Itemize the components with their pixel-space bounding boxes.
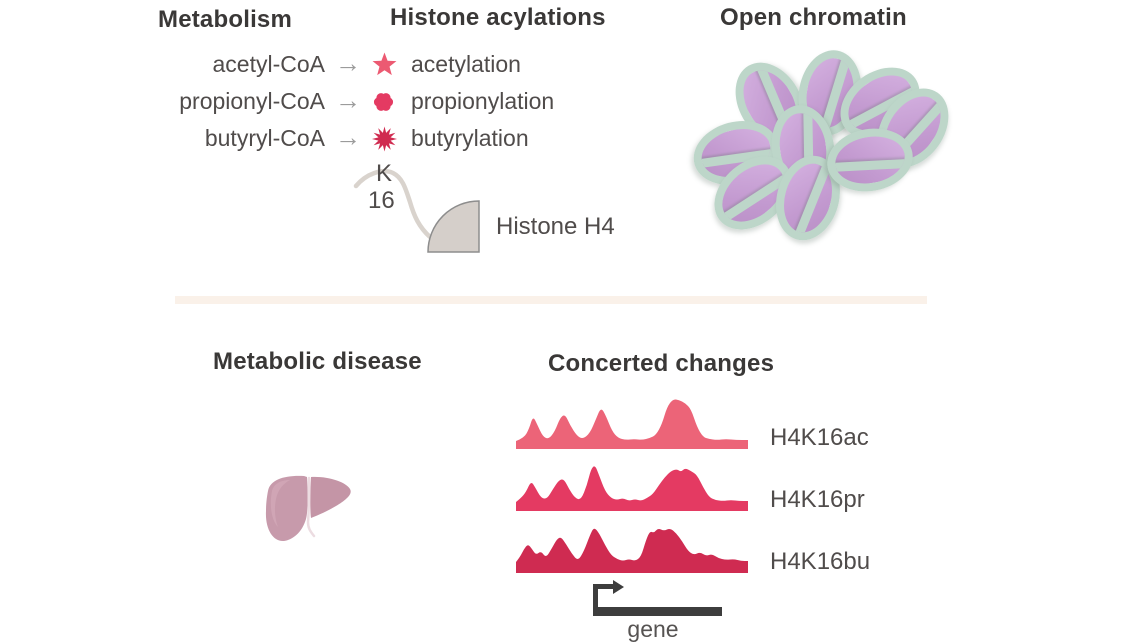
signal-area [516, 399, 748, 449]
disease-heading: Metabolic disease [213, 348, 422, 375]
histone-h4-wedge [427, 200, 480, 253]
gene-tss-arm [593, 584, 615, 589]
butyrylation-row: butyryl-CoA → butyrylation [145, 120, 615, 157]
modification-name: butyrylation [411, 125, 529, 151]
gene-tss-riser [593, 584, 598, 610]
gene-label: gene [627, 616, 679, 642]
gene-arrowhead-icon [613, 579, 624, 594]
metabolite-name: propionyl-CoA [179, 88, 325, 114]
residue-letter: K [376, 160, 393, 187]
chromatin-heading: Open chromatin [720, 4, 907, 31]
residue-number: 16 [368, 187, 395, 214]
dna-wrap-stripe [825, 158, 917, 173]
modification-name: propionylation [411, 88, 555, 114]
metabolite-rows: acetyl-CoA → acetylation propionyl-CoA → [145, 46, 615, 157]
metabolite-name: acetyl-CoA [212, 51, 325, 77]
metabolite-name: butyryl-CoA [204, 125, 325, 151]
liver-illustration [265, 475, 351, 542]
track-label-h4k16pr: H4K16pr [770, 486, 865, 513]
signal-area [516, 466, 748, 511]
track-label-h4k16ac: H4K16ac [770, 424, 869, 451]
histone-tail-diagram [353, 168, 480, 253]
metabolism-heading: Metabolism [158, 6, 293, 33]
acylations-heading: Histone acylations [390, 4, 606, 31]
liver-right-lobe [310, 476, 351, 518]
changes-heading: Concerted changes [548, 350, 775, 377]
modification-name: acetylation [411, 51, 521, 77]
signal-track-h4k16ac [516, 399, 748, 449]
liver-ligament [306, 476, 316, 538]
burst-icon [371, 125, 405, 153]
right-arrow-icon: → [335, 84, 361, 115]
flower-icon [371, 89, 405, 115]
signal-area [516, 528, 748, 573]
propionylation-row: propionyl-CoA → propionylation [145, 83, 615, 120]
section-divider [175, 296, 927, 304]
track-label-h4k16bu: H4K16bu [770, 548, 871, 575]
histone-tail-curve [353, 168, 433, 240]
signal-track-h4k16bu [516, 528, 748, 573]
right-arrow-icon: → [335, 121, 361, 152]
signal-track-h4k16pr [516, 466, 748, 511]
star-icon [371, 51, 405, 79]
right-arrow-icon: → [335, 47, 361, 78]
liver-highlight [270, 480, 290, 527]
histone-h4-label: Histone H4 [496, 213, 615, 240]
acetylation-row: acetyl-CoA → acetylation [145, 46, 615, 83]
gene-body-bar [593, 607, 722, 616]
